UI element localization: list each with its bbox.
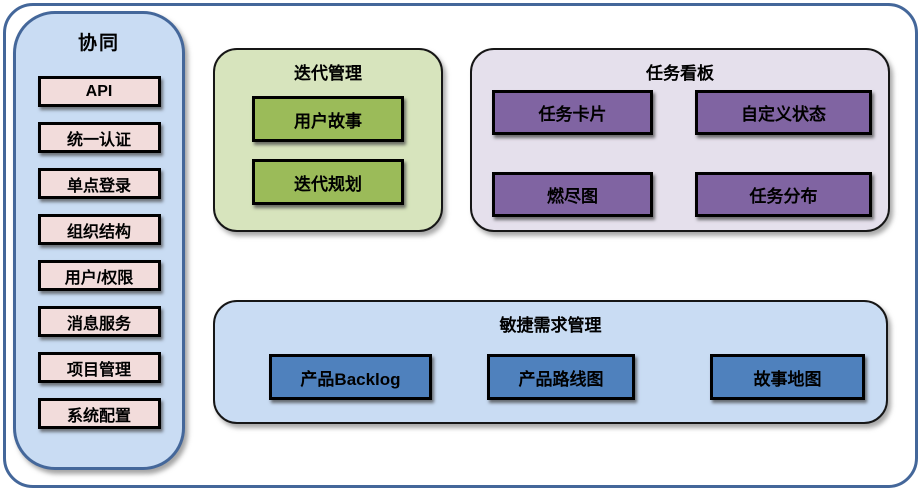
module-product-roadmap: 产品路线图 bbox=[487, 354, 635, 400]
sidebar-item-sso: 单点登录 bbox=[37, 168, 161, 199]
sidebar-item-system-config: 系统配置 bbox=[37, 398, 161, 429]
module-task-card: 任务卡片 bbox=[492, 90, 653, 135]
module-product-backlog: 产品Backlog bbox=[269, 354, 432, 400]
iteration-items: 用户故事 迭代规划 bbox=[215, 96, 441, 205]
collaboration-sidebar: 协同 API 统一认证 单点登录 组织结构 用户/权限 消息服务 项目管理 系统… bbox=[13, 11, 185, 470]
collaboration-sidebar-title: 协同 bbox=[77, 33, 120, 54]
collaboration-sidebar-items: API 统一认证 单点登录 组织结构 用户/权限 消息服务 项目管理 系统配置 bbox=[16, 76, 182, 429]
sidebar-item-org-structure: 组织结构 bbox=[37, 214, 161, 245]
module-user-story: 用户故事 bbox=[252, 96, 404, 142]
module-iteration-planning: 迭代规划 bbox=[252, 159, 404, 205]
iteration-management-panel: 迭代管理 用户故事 迭代规划 bbox=[213, 48, 443, 232]
iteration-management-title: 迭代管理 bbox=[294, 64, 362, 83]
task-kanban-items: 任务卡片 自定义状态 燃尽图 任务分布 bbox=[492, 90, 872, 217]
task-kanban-title: 任务看板 bbox=[646, 64, 714, 83]
module-custom-status: 自定义状态 bbox=[695, 90, 872, 135]
task-kanban-panel: 任务看板 任务卡片 自定义状态 燃尽图 任务分布 bbox=[470, 48, 890, 232]
agile-requirements-panel: 敏捷需求管理 产品Backlog 产品路线图 故事地图 bbox=[213, 300, 888, 424]
sidebar-item-user-permission: 用户/权限 bbox=[37, 260, 161, 291]
sidebar-item-api: API bbox=[37, 76, 161, 107]
sidebar-item-message-service: 消息服务 bbox=[37, 306, 161, 337]
module-burndown-chart: 燃尽图 bbox=[492, 172, 653, 217]
agile-requirements-title: 敏捷需求管理 bbox=[499, 316, 602, 335]
sidebar-item-unified-auth: 统一认证 bbox=[37, 122, 161, 153]
sidebar-item-project-mgmt: 项目管理 bbox=[37, 352, 161, 383]
module-task-distribution: 任务分布 bbox=[695, 172, 872, 217]
module-story-map: 故事地图 bbox=[710, 354, 865, 400]
